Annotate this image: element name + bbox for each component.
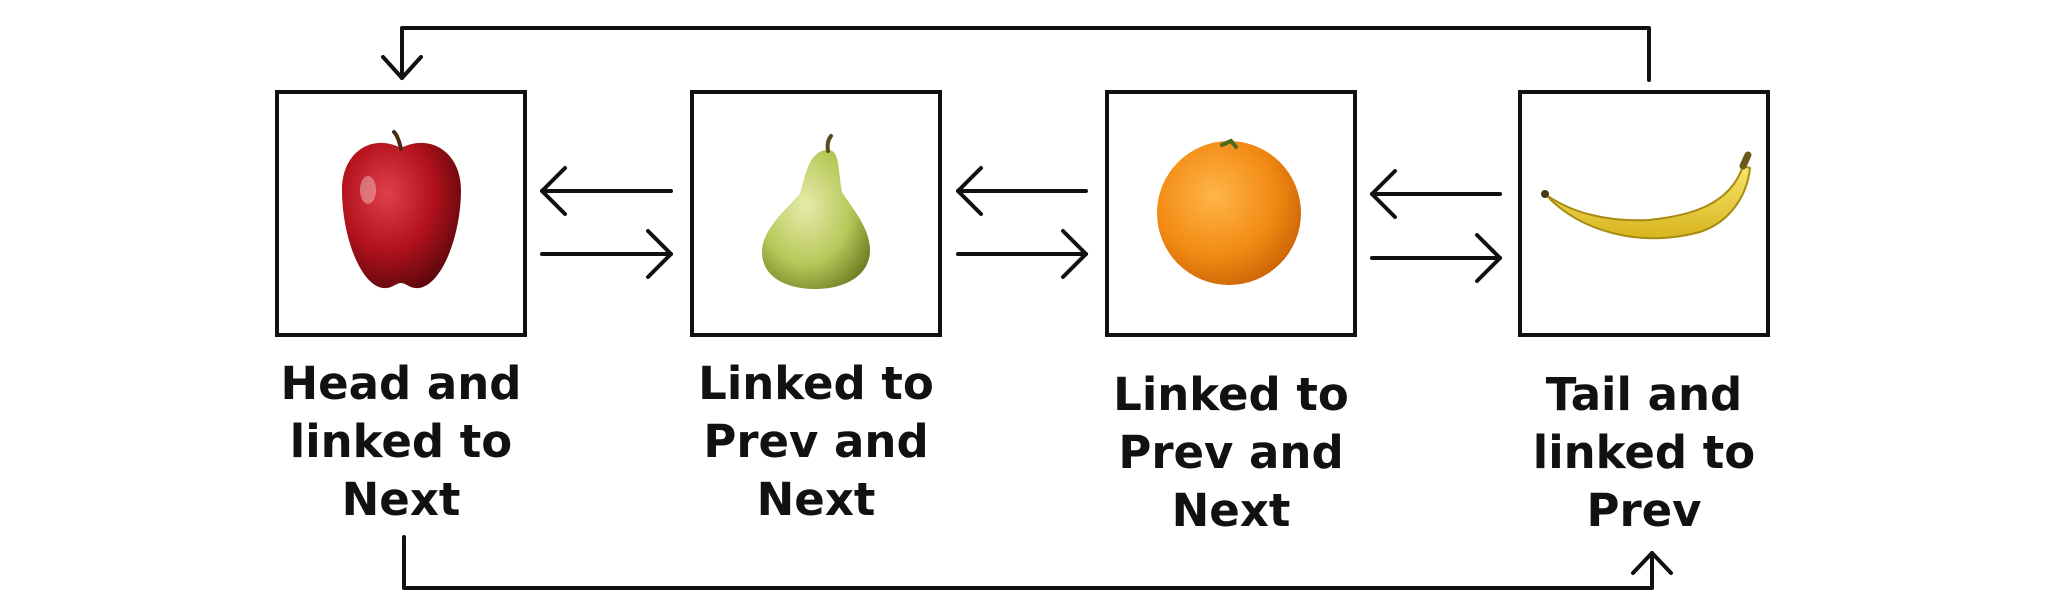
prev-arrow-3 bbox=[1370, 169, 1502, 219]
label-line: Linked to bbox=[1113, 368, 1349, 421]
label-line: linked to bbox=[1532, 426, 1756, 479]
label-line: Prev and bbox=[703, 415, 929, 468]
node-label-2: Linked to Prev and Next bbox=[666, 355, 966, 529]
next-arrow-2 bbox=[956, 229, 1088, 279]
node-label-1: Head and linked to Next bbox=[251, 355, 551, 529]
node-box-4 bbox=[1518, 90, 1770, 337]
label-line: Next bbox=[756, 473, 876, 526]
label-line: Next bbox=[341, 473, 461, 526]
node-box-1 bbox=[275, 90, 527, 337]
node-label-3: Linked to Prev and Next bbox=[1081, 366, 1381, 540]
label-line: Tail and bbox=[1545, 368, 1743, 421]
next-arrow-1 bbox=[540, 229, 673, 279]
next-arrow-3 bbox=[1370, 233, 1502, 283]
banana-icon bbox=[1541, 151, 1752, 240]
label-line: Next bbox=[1171, 484, 1291, 537]
link-arrows bbox=[540, 166, 1502, 283]
label-line: Head and bbox=[280, 357, 522, 410]
apple-icon bbox=[342, 130, 461, 289]
label-line: Prev and bbox=[1118, 426, 1344, 479]
node-box-2 bbox=[690, 90, 942, 337]
prev-arrow-1 bbox=[540, 166, 673, 216]
label-line: linked to bbox=[289, 415, 513, 468]
node-label-4: Tail and linked to Prev bbox=[1494, 366, 1794, 540]
node-box-3 bbox=[1105, 90, 1357, 337]
orange-icon bbox=[1157, 138, 1301, 285]
tail-to-head-link bbox=[381, 26, 1651, 82]
label-line: Linked to bbox=[698, 357, 934, 410]
label-line: Prev bbox=[1586, 484, 1702, 537]
head-to-tail-link bbox=[402, 535, 1673, 590]
prev-arrow-2 bbox=[956, 166, 1088, 216]
pear-icon bbox=[762, 134, 870, 289]
